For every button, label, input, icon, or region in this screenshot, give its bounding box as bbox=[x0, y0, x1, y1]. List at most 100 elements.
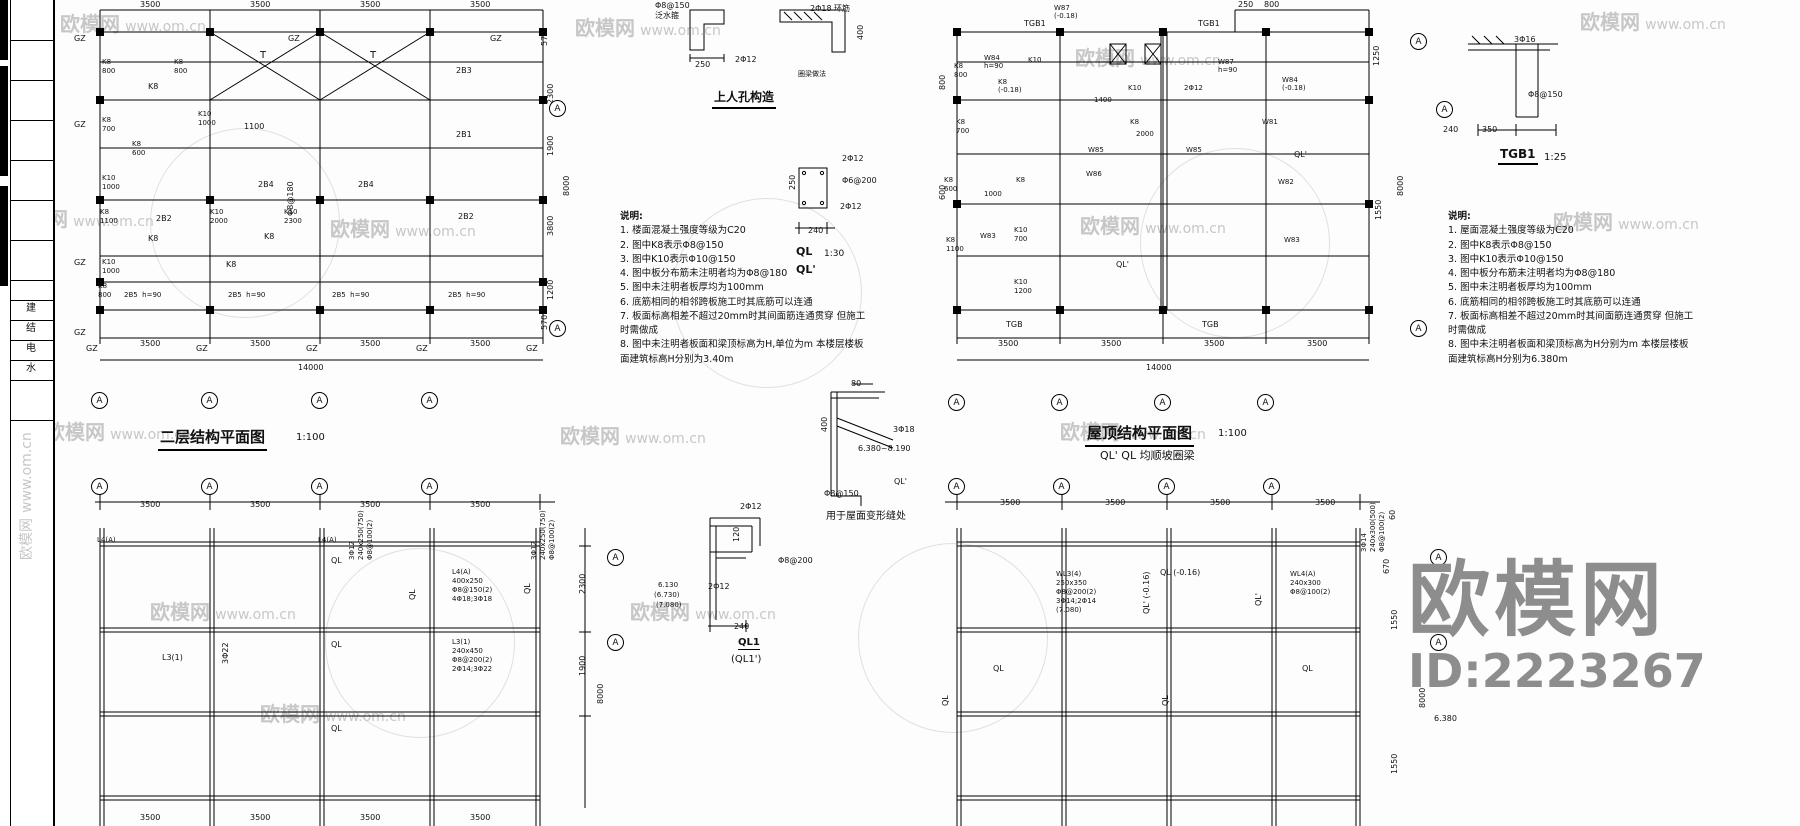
dim-label: 3500 bbox=[1315, 498, 1336, 507]
axis-bubble: A bbox=[1430, 549, 1447, 566]
axis-bubble: A bbox=[1053, 478, 1070, 495]
rebar-spacing-label: Φ8@150 bbox=[824, 489, 859, 498]
dim-label: 400 bbox=[856, 24, 865, 40]
watermark-url: www.om.cn bbox=[125, 19, 206, 35]
frame-divider bbox=[10, 280, 55, 281]
dim-label: 1550 bbox=[1374, 199, 1383, 220]
notes-left: 说明: 1. 楼面混凝土强度等级为C20 2. 图中K8表示Φ8@150 3. … bbox=[620, 210, 868, 367]
beam-label: L4(A) bbox=[318, 536, 337, 544]
slab-rebar-label: K10 bbox=[1028, 56, 1042, 64]
beam-schedule-note: 3Φ12 240x250(750) Φ8@100(2) bbox=[348, 510, 375, 560]
notes-title: 说明: bbox=[1448, 211, 1471, 222]
slab-rebar-label: K8 1100 bbox=[100, 208, 118, 226]
dim-label: 3500 bbox=[140, 813, 161, 822]
note-item: 2. 图中K8表示Φ8@150 bbox=[620, 239, 724, 251]
axis-bubble: A bbox=[91, 392, 108, 409]
dim-label: 800 bbox=[1264, 0, 1280, 9]
note-item: 6. 底筋相同的相邻跨板施工时其底筋可以连通 bbox=[1448, 296, 1641, 308]
beam-schedule-note: 3Φ12 240x250(750) Φ8@100(2) bbox=[530, 510, 557, 560]
slab-label: W83 bbox=[980, 232, 996, 240]
frame-mark bbox=[0, 186, 8, 286]
axis-bubble: A bbox=[201, 478, 218, 495]
beam-label: QL bbox=[331, 640, 342, 649]
dim-label: 14000 bbox=[298, 363, 324, 372]
slab-rebar-label: K8 700 bbox=[956, 118, 970, 136]
dim-label: 1200 bbox=[546, 279, 555, 300]
tgb1-detail-scale: 1:25 bbox=[1544, 152, 1567, 163]
dim-label: 240 bbox=[734, 622, 750, 631]
dim-label: 250 bbox=[1238, 0, 1254, 9]
rebar-label: 2Φ12 bbox=[708, 582, 730, 591]
frame-cell-label: 建 bbox=[26, 303, 36, 314]
dim-label: 250 bbox=[788, 174, 797, 190]
dim-label: 570 bbox=[540, 314, 549, 330]
dim-label: 2000 bbox=[1136, 130, 1154, 138]
beam-label: QL' bbox=[1116, 260, 1129, 269]
beam-label: 2B5 h=90 bbox=[124, 291, 162, 299]
beam-schedule-note: L3(1) 240x450 Φ8@200(2) 2Φ14;3Φ22 bbox=[452, 638, 493, 674]
rebar-label: 2Φ18 bbox=[810, 4, 832, 13]
note-item: 1. 楼面混凝土强度等级为C20 bbox=[620, 225, 746, 237]
note-item: 5. 图中未注明者板厚均为100mm bbox=[1448, 282, 1592, 294]
dim-label: 240 bbox=[1443, 125, 1459, 134]
slab-label: W87 (-0.18) bbox=[1054, 4, 1078, 21]
watermark-url: www.om.cn bbox=[640, 23, 721, 39]
watermark: 欧模网 www.om.cn bbox=[575, 12, 721, 41]
axis-bubble: A bbox=[607, 549, 624, 566]
axis-bubble: A bbox=[948, 394, 965, 411]
roof-plan-subtitle: QL' QL 均顺坡圈梁 bbox=[1100, 449, 1195, 462]
level-range-label: 6.380~8.190 bbox=[858, 444, 911, 453]
watermark-brand: 欧模网 bbox=[150, 600, 210, 624]
watermark-url: www.om.cn bbox=[215, 607, 296, 623]
rebar-label: 2Φ12 bbox=[740, 502, 762, 511]
watermark-brand: 欧模网 bbox=[1075, 46, 1135, 70]
dim-label: 60 bbox=[1388, 509, 1397, 520]
detail-note: 环筋 bbox=[834, 4, 850, 13]
watermark-vertical: 欧模网 www.om.cn bbox=[16, 432, 36, 560]
watermark-url: www.om.cn bbox=[1645, 17, 1726, 33]
beam-label: 2B5 h=90 bbox=[332, 291, 370, 299]
slab-label: W86 bbox=[1086, 170, 1102, 178]
beam-label: 2B4 bbox=[358, 180, 374, 189]
frame-divider bbox=[10, 340, 55, 341]
beam-label: QL bbox=[408, 589, 417, 600]
beam-label: QL bbox=[523, 583, 532, 594]
axis-bubble: A bbox=[549, 100, 566, 117]
dim-label: 1250 bbox=[1372, 45, 1381, 66]
dim-label: 1900 bbox=[546, 135, 555, 156]
beam-label: QL bbox=[331, 724, 342, 733]
dim-label: 1100 bbox=[244, 122, 265, 131]
dim-label: 14000 bbox=[1146, 363, 1172, 372]
beam-label: QL bbox=[1161, 695, 1170, 706]
watermark: 欧模网 www.om.cn bbox=[150, 596, 296, 625]
joint-caption: 用于屋面变形缝处 bbox=[826, 511, 906, 522]
note-item: 7. 板面标高相差不超过20mm时其间面筋连通贯穿 但施工时需做成 bbox=[620, 310, 866, 336]
ql-detail-scale: 1:30 bbox=[824, 249, 845, 259]
axis-bubble: A bbox=[1436, 101, 1453, 118]
slab-rebar-label: K8 bbox=[1016, 176, 1026, 184]
sheet-frame-strip: 建 结 电 水 欧模网 www.om.cn bbox=[0, 0, 55, 826]
ql1-detail-name: QL1 bbox=[738, 637, 760, 650]
axis-bubble: A bbox=[421, 392, 438, 409]
watermark: 欧模网 www.om.cn bbox=[45, 416, 191, 445]
slab-rebar-label: K8 bbox=[264, 232, 275, 241]
dim-label: 240 bbox=[808, 226, 824, 235]
slab-rebar-label: K8 bbox=[148, 82, 159, 91]
manhole-detail-title: 上人孔构造 bbox=[712, 88, 777, 109]
dim-label: 2300 bbox=[578, 573, 587, 594]
watermark: 欧模网 www.om.cn bbox=[1080, 210, 1226, 239]
note-item: 7. 板面标高相差不超过20mm时其间面筋连通贯穿 但施工时需做成 bbox=[1448, 310, 1694, 336]
beam-label: QL bbox=[993, 664, 1004, 673]
watermark: 欧模网 www.om.cn bbox=[330, 213, 476, 242]
slab-rebar-label: K8 600 bbox=[944, 176, 958, 194]
rebar-label: 3Φ18 bbox=[893, 425, 915, 434]
watermark: 欧模网 www.om.cn bbox=[1580, 6, 1726, 35]
dim-label: 570 bbox=[540, 30, 549, 46]
slab-rebar-label: K8 800 bbox=[98, 282, 112, 300]
rebar-label: 2Φ12 bbox=[840, 202, 862, 211]
dim-label: 400 bbox=[820, 416, 829, 432]
frame-divider bbox=[10, 120, 55, 121]
slab-rebar-label: K10 1200 bbox=[1014, 278, 1032, 296]
frame-cell-label: 结 bbox=[26, 323, 36, 334]
beam-label: 2B4 bbox=[258, 180, 274, 189]
